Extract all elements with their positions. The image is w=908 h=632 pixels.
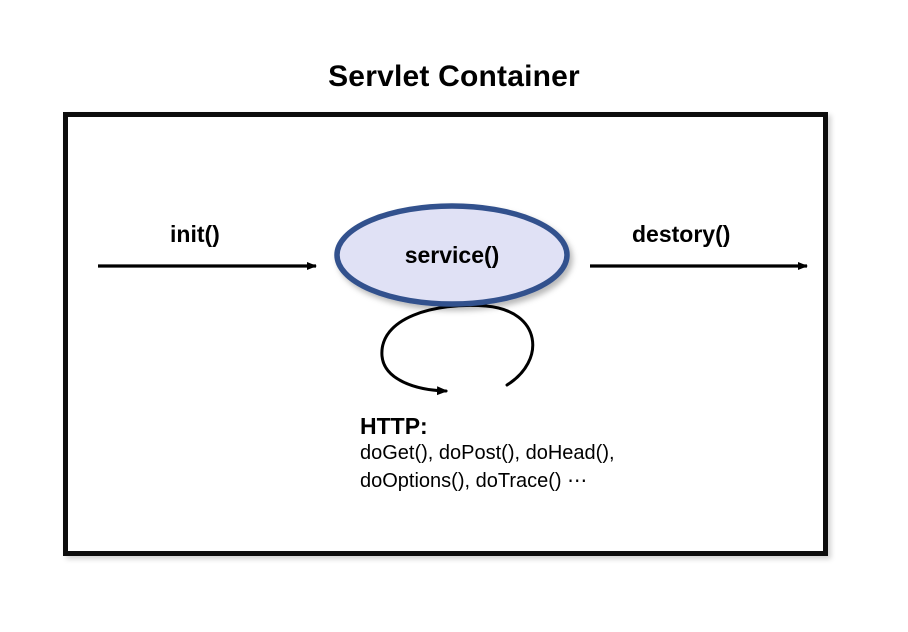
http-note-methods-line-2: doOptions(), doTrace() ⋯ — [360, 469, 588, 492]
http-note: HTTP: doGet(), doPost(), doHead(), doOpt… — [360, 413, 615, 495]
servlet-container-box — [63, 112, 828, 556]
service-node-ellipse[interactable] — [334, 203, 570, 307]
http-note-methods-line-1: doGet(), doPost(), doHead(), — [360, 442, 615, 465]
self-loop-arrow-icon — [380, 303, 535, 396]
service-node-label: service() — [404, 242, 500, 268]
edge-label-init: init() — [170, 221, 220, 247]
page-title: Servlet Container — [328, 60, 580, 93]
edge-label-destroy: destory() — [632, 221, 731, 247]
http-note-heading: HTTP: — [360, 413, 428, 439]
